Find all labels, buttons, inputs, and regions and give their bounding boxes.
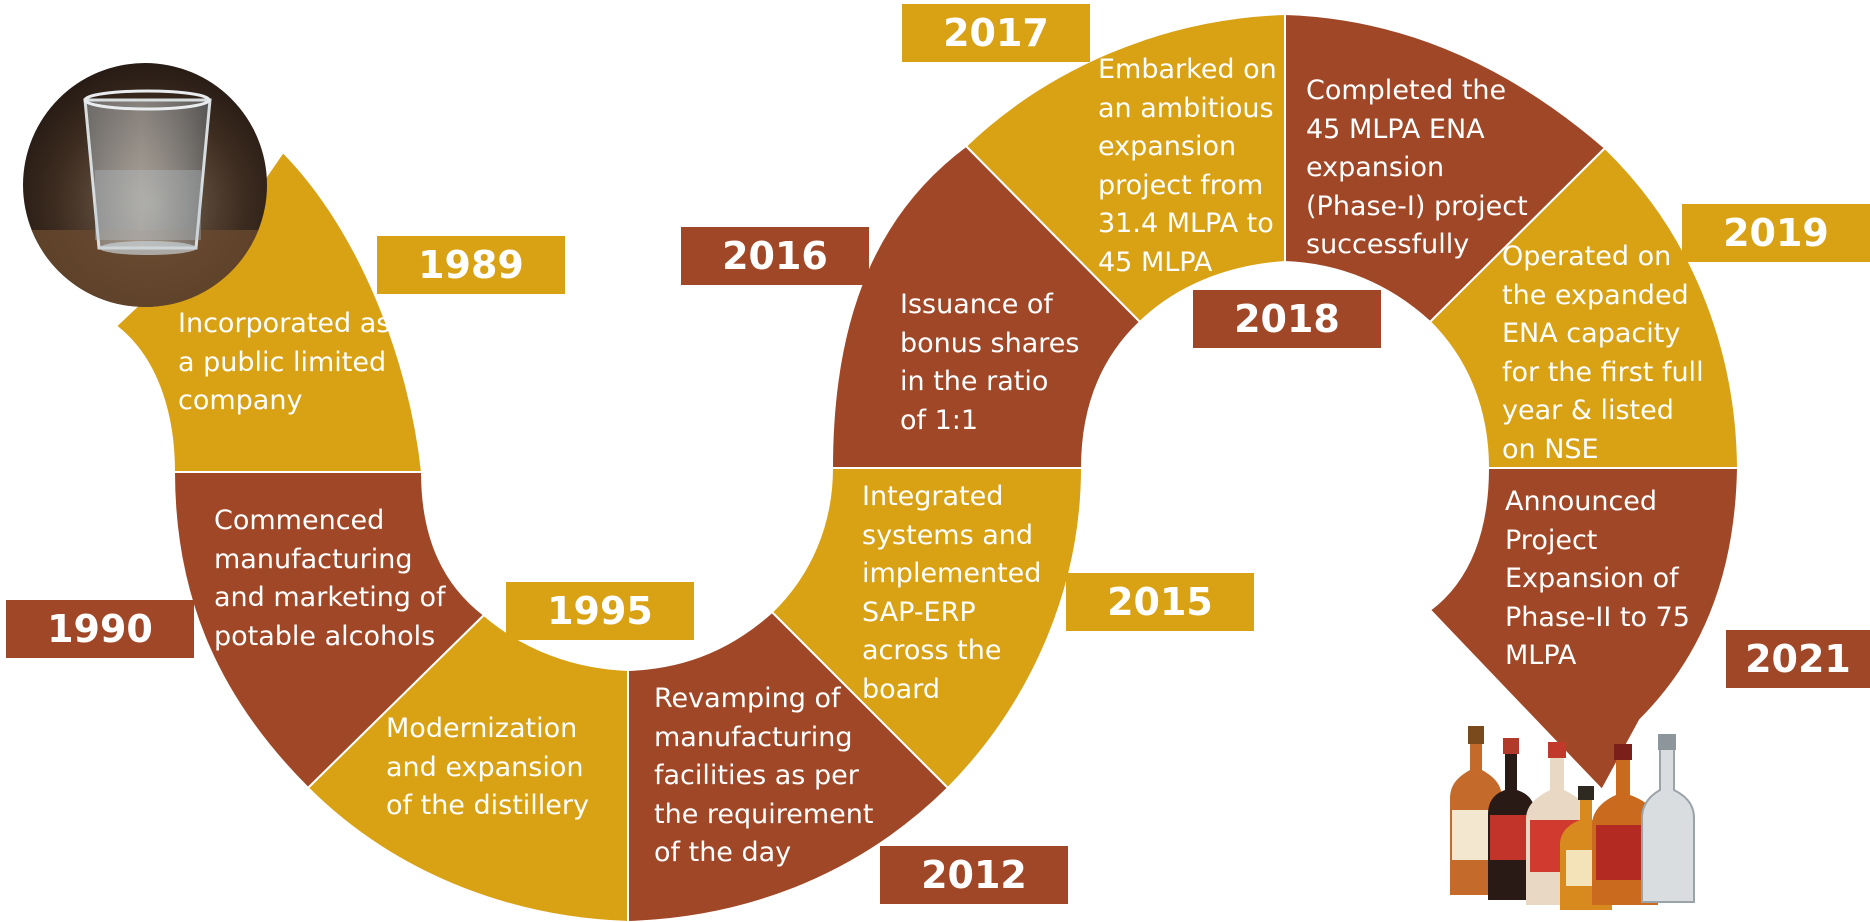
segment-2015 xyxy=(770,467,1084,790)
milestone-text-1995: Modernization and expansion of the disti… xyxy=(386,713,589,821)
milestone-text-2016: Issuance of bonus shares in the ratio of… xyxy=(900,289,1080,436)
year-tag-2018: 2018 xyxy=(1193,290,1381,348)
milestone-text-2021: Announced Project Expansion of Phase-II … xyxy=(1505,486,1690,671)
year-tag-2017: 2017 xyxy=(902,4,1090,62)
milestone-text-2015: Integrated systems and implemented SAP-E… xyxy=(862,481,1042,705)
year-tag-1989: 1989 xyxy=(377,236,565,294)
segment-2021 xyxy=(1428,467,1740,792)
milestone-text-2017: Embarked on an ambitious expansion proje… xyxy=(1098,54,1277,278)
year-tag-2015: 2015 xyxy=(1066,573,1254,631)
year-tag-1990: 1990 xyxy=(6,600,194,658)
milestone-text-2018: Completed the 45 MLPA ENA expansion (Pha… xyxy=(1306,75,1528,260)
milestone-text-1989: Incorporated as a public limited company xyxy=(178,308,391,416)
milestone-text-2019: Operated on the expanded ENA capacity fo… xyxy=(1502,241,1704,465)
segment-2018 xyxy=(1284,12,1607,324)
milestone-text-2012: Revamping of manufacturing facilities as… xyxy=(654,683,874,868)
year-tag-2012: 2012 xyxy=(880,846,1068,904)
year-tag-1995: 1995 xyxy=(506,582,694,640)
segment-1989 xyxy=(114,150,424,473)
segment-2012 xyxy=(627,610,950,922)
segment-2019 xyxy=(1428,146,1740,469)
year-tag-2021: 2021 xyxy=(1726,630,1870,688)
bottles-photo xyxy=(1450,726,1695,910)
segment-1990 xyxy=(172,471,486,790)
segment-2016 xyxy=(830,144,1142,469)
milestone-text-1990: Commenced manufacturing and marketing of… xyxy=(214,505,446,652)
year-tag-2019: 2019 xyxy=(1682,204,1870,262)
glass-photo xyxy=(23,63,267,307)
segment-2017 xyxy=(964,12,1286,324)
segment-1995 xyxy=(306,613,629,922)
year-tag-2016: 2016 xyxy=(681,227,869,285)
